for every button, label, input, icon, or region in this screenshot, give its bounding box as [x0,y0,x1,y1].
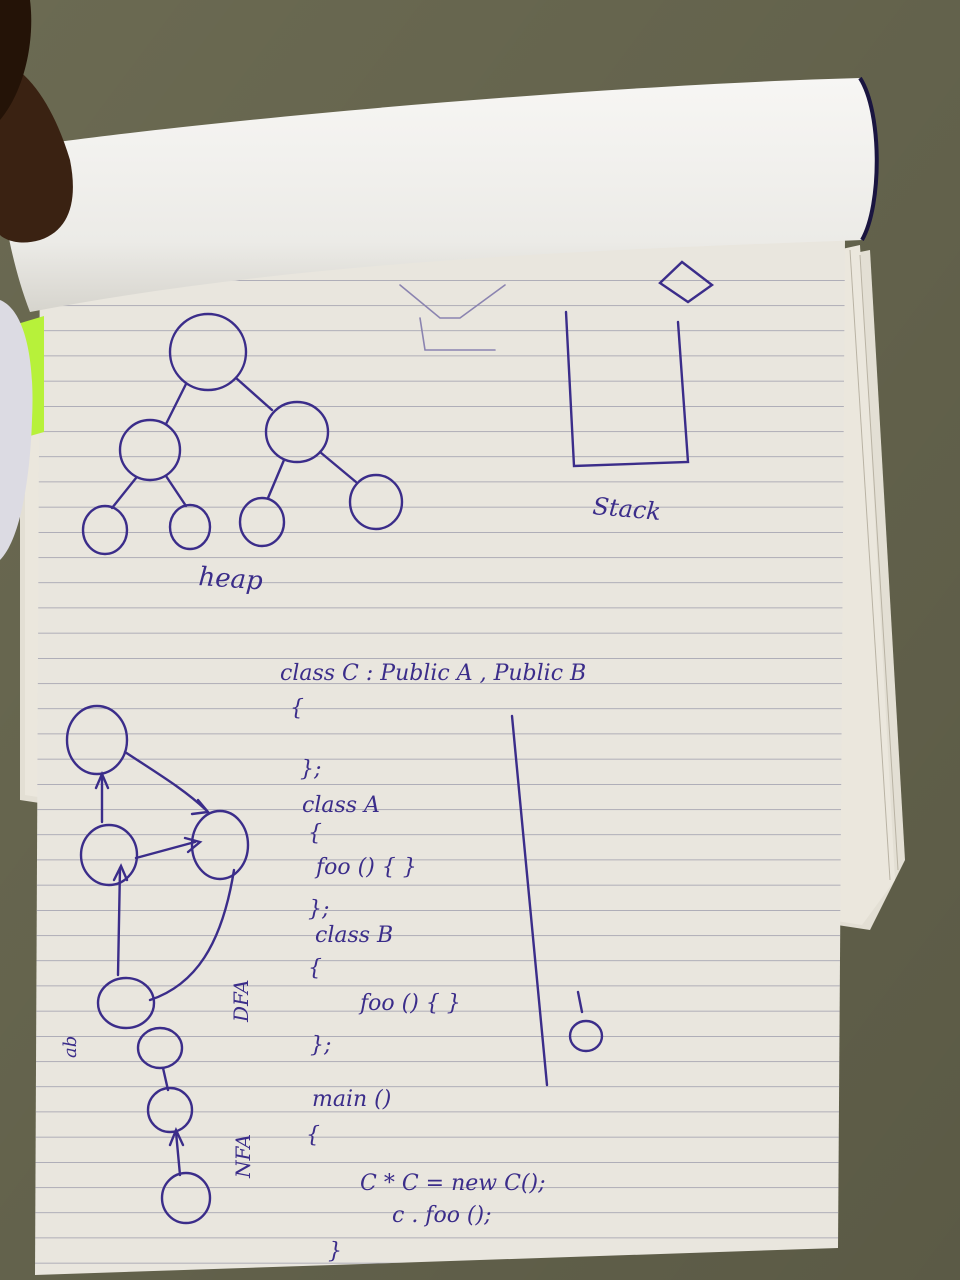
dfa-state-right [190,809,250,881]
notebook-page [35,235,845,1275]
heap-node-root [168,312,248,392]
code-line: class C : Public A , Public B [280,661,586,686]
nfa-state-1 [136,1026,184,1070]
code-line: } [328,1239,342,1264]
code-line: c . foo (); [392,1203,492,1228]
heap-label: heap [198,562,265,596]
heap-tree-diagram [81,312,404,556]
heap-node-right [264,400,330,464]
dfa-state-middle [79,823,139,887]
code-line: }; [310,1033,331,1058]
code-line: { [290,696,304,721]
heap-node-rr [348,473,404,531]
dfa-state-top [65,704,129,776]
dfa-label: DFA [229,979,253,1023]
stack-label: Stack [591,492,662,526]
code-line: { [308,956,322,981]
heap-node-lr [168,503,212,551]
hand [0,0,73,243]
heap-node-rl [238,496,286,548]
handwritten-text: heap Stack DFA NFA ab class C : Public A… [60,492,662,1264]
fabric [0,300,33,560]
code-line: class B [315,923,393,948]
nfa-label: NFA [231,1134,255,1179]
ink-drawings [65,260,715,1225]
automaton-diagram [65,704,250,1225]
side-mark: ab [60,1036,81,1058]
code-line: }; [308,897,329,922]
code-line: foo () { } [358,991,461,1016]
stack-diagram [564,260,715,468]
curled-page [0,76,879,312]
separator-line [510,714,549,1087]
heap-node-left [118,418,182,482]
faint-sketch [399,284,506,351]
nfa-state-2 [146,1086,194,1134]
nfa-state-3 [160,1171,212,1225]
circle-mark [568,1019,604,1053]
code-line: { [306,1123,320,1148]
code-line: main () [312,1087,391,1112]
heap-node-ll [81,504,129,556]
code-line: foo () { } [314,855,417,880]
code-line: { [308,821,322,846]
dfa-state-bottom [96,976,156,1030]
code-line: class A [302,793,380,818]
code-line: C * C = new C(); [360,1171,546,1196]
code-line: }; [300,757,321,782]
